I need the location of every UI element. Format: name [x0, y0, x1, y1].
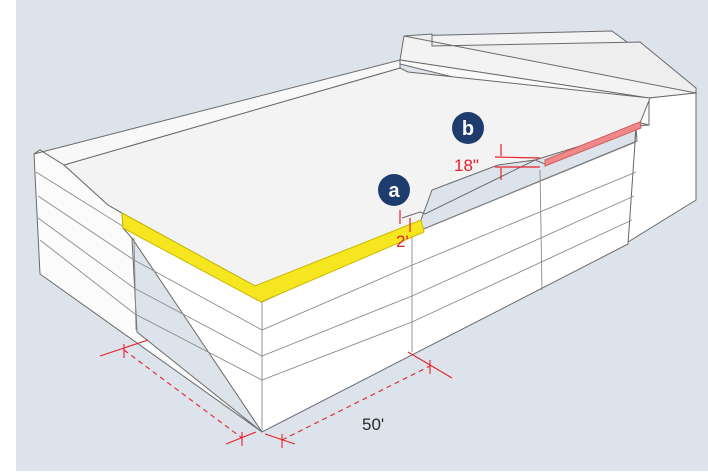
callout-b: b — [452, 112, 484, 144]
dim-width-label: 50' — [362, 415, 384, 434]
floor-line — [35, 171, 133, 233]
dimension-width — [99, 339, 453, 448]
callout-b-letter: b — [462, 118, 474, 140]
dim-extension — [264, 433, 296, 445]
callout-a: a — [378, 174, 410, 206]
dim-line-length — [281, 365, 431, 441]
dim-extension — [225, 431, 257, 445]
roof-parapet-back — [33, 59, 401, 166]
dimension-a — [399, 210, 411, 232]
parapet-highlight-a — [121, 212, 425, 303]
floor-line — [539, 169, 543, 291]
floor-line — [133, 237, 137, 331]
dim-line-depth — [123, 349, 243, 439]
dim-a-label: 2' — [396, 232, 409, 251]
parapet-highlight-b — [544, 121, 642, 167]
callout-a-circle — [378, 174, 410, 206]
callout-b-circle — [452, 112, 484, 144]
dim-b-label: 18" — [454, 156, 479, 175]
dim-b-extension — [494, 156, 541, 159]
callout-a-letter: a — [388, 180, 400, 202]
dimension-b — [494, 144, 541, 180]
frame-edge — [0, 0, 16, 471]
